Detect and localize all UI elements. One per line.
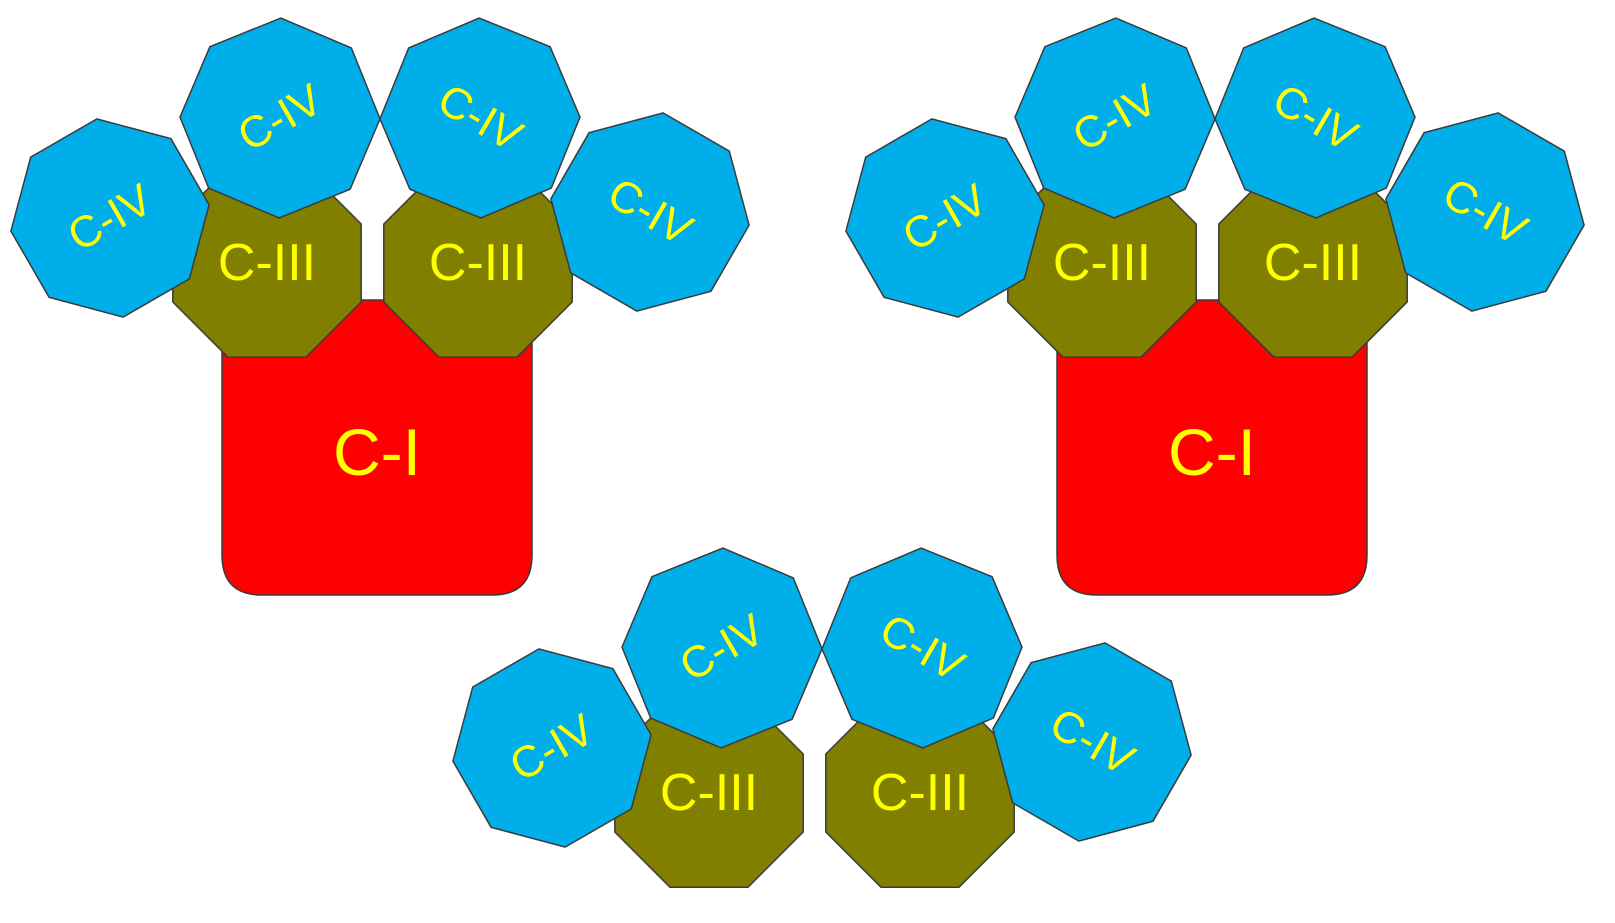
complex-iv-octagon-3 <box>1214 17 1416 219</box>
complex-i-label: C-I <box>333 415 421 489</box>
complex-iv-octagon-2 <box>621 547 823 749</box>
complex-i-block <box>221 299 533 596</box>
complex-iv-octagon-4 <box>992 642 1192 842</box>
complex-iii-label-1: C-III <box>1053 234 1151 292</box>
complex-iii-label-2: C-III <box>1264 234 1362 292</box>
complex-iv-octagon-3 <box>379 17 581 219</box>
complex-iv-octagon-3 <box>821 547 1023 749</box>
complex-iii-label-1: C-III <box>660 764 758 822</box>
complex-iv-octagon-2 <box>1014 17 1216 219</box>
complex-iv-octagon-4 <box>550 112 750 312</box>
complex-iv-octagon-4 <box>1385 112 1585 312</box>
complex-iv-octagon-1 <box>452 648 652 848</box>
complex-iii-label-1: C-III <box>218 234 316 292</box>
complex-iii-label-2: C-III <box>871 764 969 822</box>
complex-iv-octagon-2 <box>179 17 381 219</box>
complex-i-label: C-I <box>1168 415 1256 489</box>
complex-iii-label-2: C-III <box>429 234 527 292</box>
complex-iv-octagon-1 <box>10 118 210 318</box>
complex-iv-octagon-1 <box>845 118 1045 318</box>
complex-i-block <box>1056 299 1368 596</box>
